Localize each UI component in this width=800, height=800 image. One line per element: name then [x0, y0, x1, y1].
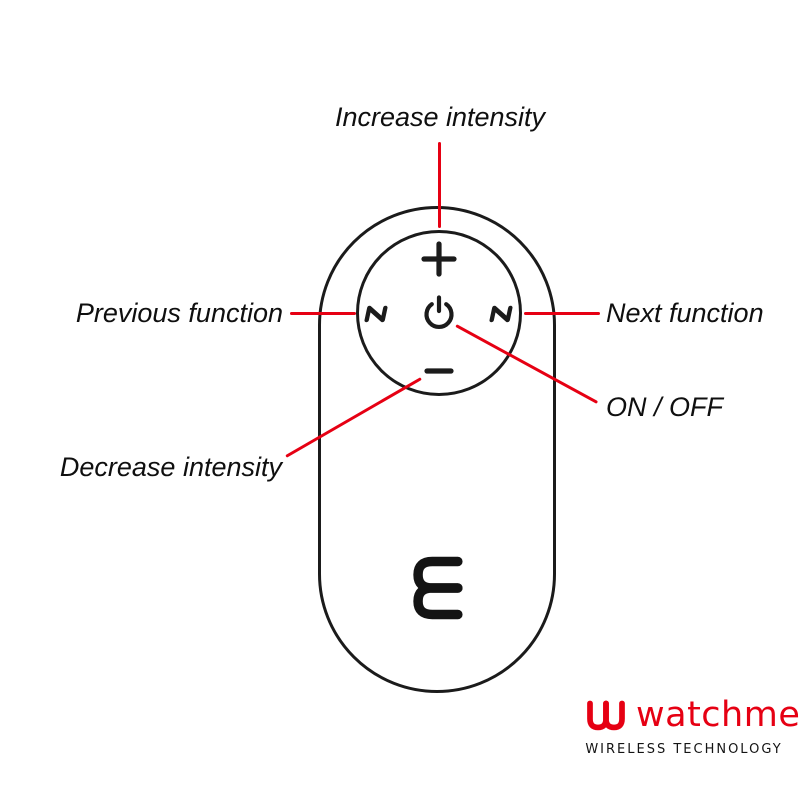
callout-line-next — [524, 312, 600, 315]
next-function-wave-icon — [489, 305, 513, 323]
minus-icon — [424, 368, 454, 374]
brand-name: watchme — [636, 695, 800, 735]
watchme-logo-mark-icon — [413, 556, 463, 620]
callout-label-increase-intensity: Increase intensity — [334, 102, 546, 132]
callout-line-increase — [438, 142, 441, 228]
previous-function-wave-icon — [364, 305, 388, 323]
brand-row: watchme — [584, 698, 800, 733]
watchme-brand-logo-icon — [587, 700, 625, 730]
callout-label-decrease-intensity: Decrease intensity — [59, 452, 282, 482]
callout-label-previous-function: Previous function — [75, 298, 283, 328]
brand-tagline: WIRELESS TECHNOLOGY — [585, 742, 783, 757]
power-icon — [424, 295, 454, 330]
callout-label-on-off: ON / OFF — [606, 392, 723, 422]
callout-label-next-function: Next function — [606, 298, 764, 328]
brand-block: watchme WIRELESS TECHNOLOGY — [584, 698, 800, 758]
plus-icon — [421, 241, 457, 277]
callout-line-previous — [290, 312, 356, 315]
